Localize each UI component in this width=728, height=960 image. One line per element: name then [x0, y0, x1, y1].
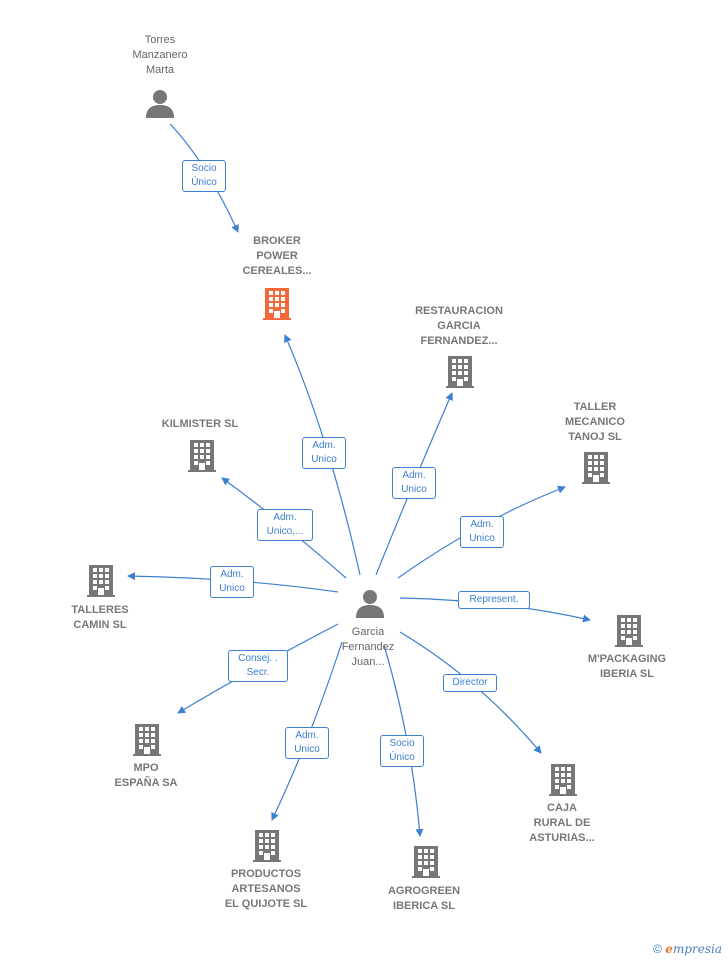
node-label-broker[interactable]: BROKER POWER CEREALES... — [242, 235, 312, 277]
edge-label-garcia-kilmister: Adm. Unico,... — [257, 509, 313, 541]
node-label-productos[interactable]: PRODUCTOS ARTESANOS EL QUIJOTE SL — [224, 868, 308, 910]
edge-label-garcia-agrogreen: Socio Único — [380, 735, 424, 767]
building-icon[interactable] — [412, 846, 440, 878]
node-label-restauracion[interactable]: RESTAURACION GARCIA FERNANDEZ... — [415, 305, 503, 347]
building-icon[interactable] — [133, 724, 161, 756]
building-icon[interactable] — [446, 356, 474, 388]
building-icon[interactable] — [549, 764, 577, 796]
edge-label-garcia-broker: Adm. Unico — [302, 437, 346, 469]
building-icon[interactable] — [253, 830, 281, 862]
building-icon[interactable] — [188, 440, 216, 472]
node-label-mpackaging[interactable]: M'PACKAGING IBERIA SL — [587, 653, 667, 680]
brand-name: empresia — [665, 942, 722, 956]
node-label-kilmister[interactable]: KILMISTER SL — [161, 418, 239, 430]
edge-label-garcia-caja: Director — [443, 674, 497, 692]
node-label-agrogreen[interactable]: AGROGREEN IBERICA SL — [387, 885, 461, 912]
empresia-logo: © empresia — [653, 942, 722, 956]
node-label-torres[interactable]: Torres Manzanero Marta — [132, 34, 188, 76]
edges — [127, 123, 591, 837]
person-icon[interactable] — [356, 590, 384, 618]
building-icon[interactable] — [263, 288, 291, 320]
edge-label-garcia-taller: Adm. Unico — [460, 516, 504, 548]
edge-label-garcia-mpackaging: Represent. — [458, 591, 530, 609]
node-label-caja-rural[interactable]: CAJA RURAL DE ASTURIAS... — [529, 802, 595, 844]
edge-label-garcia-productos: Adm. Unico — [285, 727, 329, 759]
building-icon[interactable] — [582, 452, 610, 484]
node-icons — [87, 90, 643, 878]
building-icon[interactable] — [615, 615, 643, 647]
node-label-taller-mecanico[interactable]: TALLER MECANICO TANOJ SL — [565, 401, 625, 443]
edge-label-torres-broker: Socio Único — [182, 160, 226, 192]
edge-label-garcia-mpo: Consej. . Secr. — [228, 650, 288, 682]
copyright-symbol: © — [653, 942, 662, 956]
building-icon[interactable] — [87, 565, 115, 597]
node-label-talleres-camin[interactable]: TALLERES CAMIN SL — [71, 604, 129, 631]
node-label-mpo[interactable]: MPO ESPAÑA SA — [114, 762, 178, 789]
person-icon[interactable] — [146, 90, 174, 118]
edge-label-garcia-restauracion: Adm. Unico — [392, 467, 436, 499]
edge-label-garcia-talleres: Adm. Unico — [210, 566, 254, 598]
node-label-garcia[interactable]: Garcia Fernandez Juan... — [341, 626, 395, 668]
